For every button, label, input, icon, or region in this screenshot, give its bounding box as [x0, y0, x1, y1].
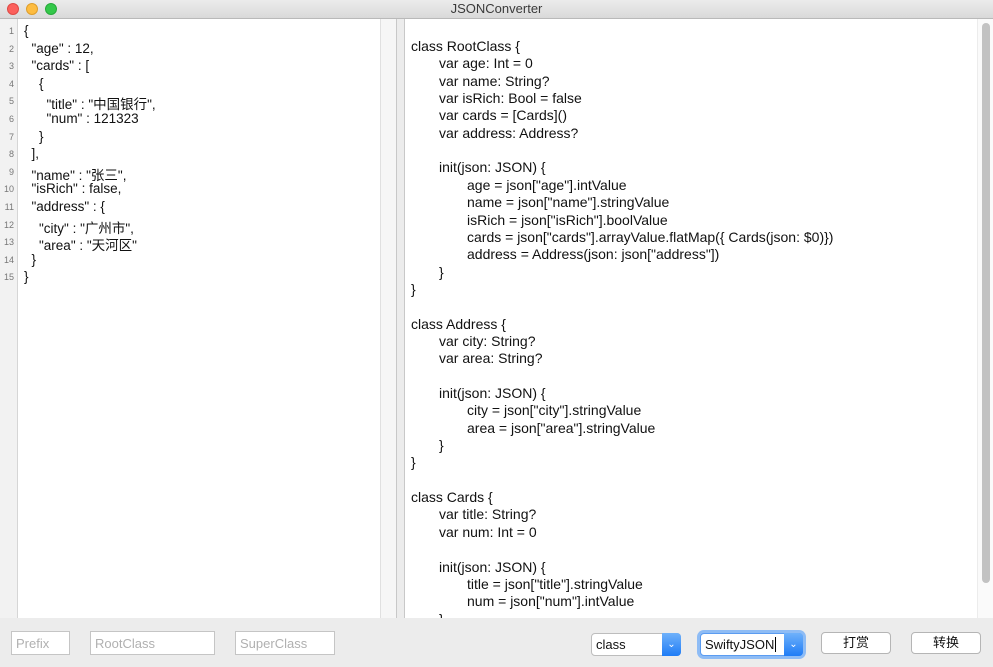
line-number: 13 [3, 237, 14, 248]
json-line: "name" : "张三", [24, 167, 127, 183]
type-select-value: class [596, 637, 626, 652]
code-line: init(json: JSON) { [439, 385, 546, 401]
line-number: 14 [3, 254, 14, 265]
json-line: } [24, 251, 37, 267]
code-line: address = Address(json: json["address"]) [467, 246, 720, 263]
chevron-down-icon: ⌄ [784, 633, 803, 656]
line-number: 5 [8, 96, 14, 107]
code-line: init(json: JSON) { [439, 159, 546, 176]
line-number: 15 [3, 272, 14, 283]
output-scrollbar[interactable] [977, 19, 993, 618]
code-line: } [439, 437, 444, 454]
zoom-window-button[interactable] [45, 3, 57, 15]
code-line: var age: Int = 0 [439, 55, 533, 72]
code-line: var cards = [Cards]() [439, 107, 567, 124]
root-class-input[interactable] [90, 631, 215, 655]
framework-select-value: SwiftyJSON [705, 637, 777, 652]
code-line: name = json["name"].stringValue [467, 194, 670, 211]
json-line: } [24, 128, 44, 144]
code-line: var city: String? [439, 332, 536, 349]
code-line: area = json["area"].stringValue [467, 419, 656, 436]
code-line: num = json["num"].intValue [467, 593, 635, 610]
code-line: cards = json["cards"].arrayValue.flatMap… [467, 228, 834, 245]
json-line: "area" : "天河区" [24, 238, 137, 254]
code-line: age = json["age"].intValue [467, 176, 627, 193]
code-line: class Address { [411, 315, 506, 332]
framework-select[interactable]: SwiftyJSON ⌄ [700, 633, 803, 656]
code-line: } [411, 454, 416, 471]
code-line: var isRich: Bool = false [439, 90, 582, 107]
json-line: ], [24, 146, 40, 162]
text-caret [775, 637, 777, 652]
code-line: var address: Address? [439, 124, 579, 141]
code-line: } [411, 280, 416, 297]
line-number: 9 [8, 166, 14, 177]
chevron-down-icon: ⌄ [662, 633, 681, 656]
line-number: 10 [3, 184, 14, 195]
code-line: city = json["city"].stringValue [467, 402, 642, 419]
close-window-button[interactable] [7, 3, 19, 15]
line-number: 6 [8, 114, 14, 124]
code-line: init(json: JSON) { [439, 558, 546, 575]
code-line: class Cards { [411, 489, 493, 506]
json-line: "title" : "中国银行", [24, 97, 156, 113]
json-line: "isRich" : false, [24, 181, 122, 197]
json-line: "city" : "广州市", [24, 220, 134, 236]
code-line: var area: String? [439, 350, 543, 367]
code-line: var num: Int = 0 [439, 523, 537, 540]
code-line: title = json["title"].stringValue [467, 575, 643, 592]
json-line: "cards" : [ [24, 58, 90, 74]
code-line: } [439, 611, 444, 618]
line-number: 11 [4, 202, 14, 212]
line-number: 4 [8, 78, 14, 89]
line-number: 8 [8, 149, 14, 160]
prefix-input[interactable] [11, 631, 70, 655]
line-number: 2 [8, 43, 14, 54]
reward-button[interactable]: 打赏 [821, 632, 891, 654]
json-line: "address" : { [24, 199, 105, 214]
json-line: "age" : 12, [24, 40, 94, 56]
title-bar: JSONConverter [0, 0, 993, 19]
minimize-window-button[interactable] [26, 3, 38, 15]
line-number: 12 [3, 219, 14, 230]
code-line: isRich = json["isRich"].boolValue [467, 211, 668, 228]
json-line: "num" : 121323 [24, 111, 139, 126]
type-select[interactable]: class ⌄ [591, 633, 681, 656]
json-line: } [24, 269, 29, 285]
output-scroll-thumb[interactable] [982, 23, 990, 583]
json-line: { [24, 23, 29, 38]
super-class-input[interactable] [235, 631, 335, 655]
line-number: 1 [8, 26, 14, 36]
code-line: var name: String? [439, 72, 550, 89]
line-number: 7 [8, 131, 14, 142]
window-title: JSONConverter [450, 1, 543, 16]
json-editor-scrollbar[interactable] [380, 19, 396, 618]
code-line: } [439, 263, 444, 280]
code-line: class RootClass { [411, 38, 520, 54]
json-line: { [24, 75, 44, 91]
line-number: 3 [8, 61, 14, 72]
convert-button[interactable]: 转换 [911, 632, 981, 654]
code-line: var title: String? [439, 506, 537, 523]
